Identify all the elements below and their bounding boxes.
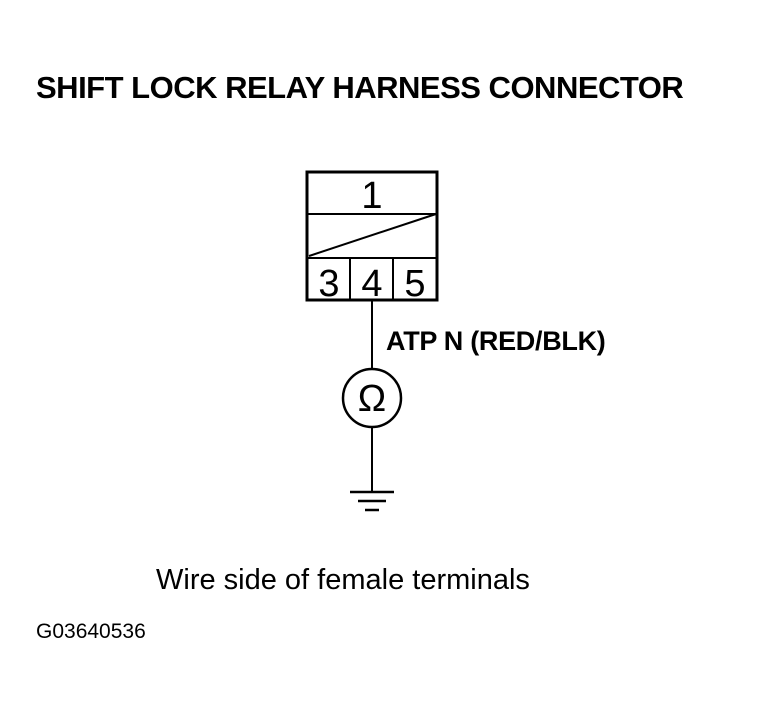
ohm-symbol: Ω (358, 378, 386, 420)
terminal-4-label: 4 (361, 263, 382, 305)
terminal-3-label: 3 (318, 263, 339, 305)
diagram-title: SHIFT LOCK RELAY HARNESS CONNECTOR (36, 70, 684, 105)
terminal-1-label: 1 (361, 175, 382, 217)
figure-id: G03640536 (36, 620, 146, 643)
wire-label: ATP N (RED/BLK) (386, 326, 606, 356)
caption: Wire side of female terminals (156, 564, 530, 596)
harness-connector: 1 3 4 5 (305, 170, 439, 305)
ohmmeter-icon: Ω (341, 367, 403, 429)
terminal-5-label: 5 (404, 263, 425, 305)
ground-icon (350, 490, 394, 512)
